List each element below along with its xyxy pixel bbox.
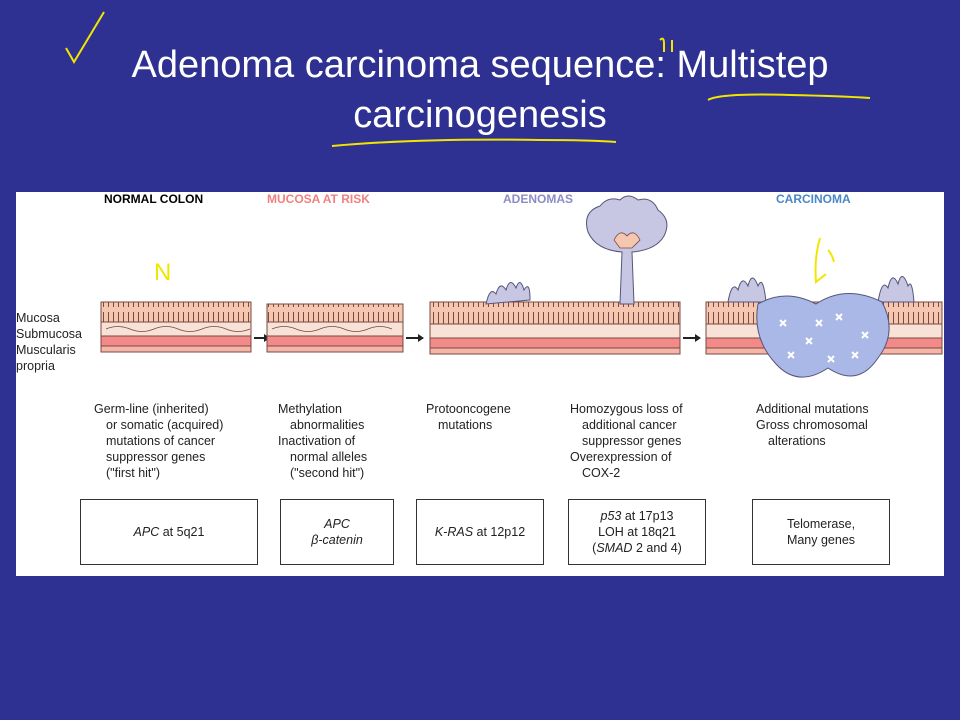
- tissue-illustrations: N: [100, 195, 943, 378]
- desc-adenoma-2-line: Overexpression of: [570, 450, 672, 464]
- mucosa-at-risk-tissue: [266, 303, 404, 353]
- gene-box-2-line2: β-catenin: [311, 533, 363, 547]
- title-line-2: carcinogenesis: [353, 94, 607, 136]
- gene-box-p53-line2: LOH at 18q21: [598, 525, 676, 539]
- annotation-arrow-mark: [814, 237, 835, 284]
- desc-risk: Methylation abnormalities Inactivation o…: [278, 401, 367, 481]
- gene-box-telomerase-line2: Many genes: [786, 533, 856, 547]
- desc-normal-line: Germ-line (inherited): [94, 402, 209, 416]
- annotation-n: N: [154, 259, 171, 286]
- desc-carcinoma-line: alterations: [768, 434, 826, 448]
- desc-risk-line: ("second hit"): [290, 466, 365, 480]
- desc-carcinoma-line: Additional mutations: [756, 402, 869, 416]
- desc-adenoma-2-line: suppressor genes: [582, 434, 682, 448]
- stage-adenomas: ADENOMAS: [503, 192, 574, 206]
- adenoma-tissue: [429, 195, 681, 355]
- desc-adenoma-1: Protooncogene mutations: [426, 401, 511, 433]
- desc-normal-line: suppressor genes: [106, 450, 206, 464]
- stage-normal-colon: NORMAL COLON: [104, 192, 204, 206]
- label-propria: propria: [16, 359, 55, 373]
- gene-box-k-ras-text: K-RAS at 12p12: [434, 525, 526, 539]
- gene-box-p53-line3: (SMAD 2 and 4): [592, 541, 682, 555]
- gene-box-apc: APC at 5q21: [80, 499, 258, 565]
- desc-carcinoma-line: Gross chromosomal: [756, 418, 868, 432]
- gene-box-p53: p53 at 17p13 LOH at 18q21 (SMAD 2 and 4): [568, 499, 706, 565]
- desc-adenoma-2-line: COX-2: [582, 466, 621, 480]
- gene-box-apc-text: APC at 5q21: [133, 525, 205, 539]
- gene-box-k-ras: K-RAS at 12p12: [416, 499, 544, 565]
- desc-normal-line: mutations of cancer: [106, 434, 216, 448]
- stage-mucosa-at-risk: MUCOSA AT RISK: [267, 192, 370, 206]
- underline-multistep: [707, 93, 871, 101]
- arrow-3-head: [695, 334, 701, 342]
- arrow-2-head: [418, 334, 424, 342]
- label-muscularis: Muscularis: [16, 343, 76, 357]
- desc-risk-line: abnormalities: [290, 418, 365, 432]
- gene-box-2-line1: APC: [324, 517, 350, 531]
- underline-carcinogenesis: [331, 138, 617, 147]
- desc-adenoma-1-line: Protooncogene: [426, 402, 511, 416]
- gene-box-telomerase-line1: Telomerase,: [786, 517, 856, 531]
- desc-adenoma-2-line: additional cancer: [582, 418, 677, 432]
- desc-adenoma-1-line: mutations: [438, 418, 493, 432]
- checkmark-annotation: [65, 11, 105, 64]
- normal-colon-tissue: [100, 301, 252, 353]
- desc-normal: Germ-line (inherited) or somatic (acquir…: [94, 401, 223, 481]
- gene-box-p53-line1: p53 at 17p13: [600, 509, 674, 523]
- label-mucosa: Mucosa: [16, 311, 60, 325]
- pedunculated-adenoma: [586, 195, 668, 305]
- desc-normal-line: or somatic (acquired): [106, 418, 224, 432]
- desc-adenoma-2: Homozygous loss of additional cancer sup…: [570, 401, 683, 481]
- small-adenoma: [485, 282, 531, 305]
- title-line-1: Adenoma carcinoma sequence: Multistep: [131, 44, 829, 86]
- desc-risk-line: Methylation: [278, 402, 342, 416]
- slide-title: Adenoma carcinoma sequence: Multistep ca…: [0, 40, 960, 140]
- label-submucosa: Submucosa: [16, 327, 83, 341]
- desc-adenoma-2-line: Homozygous loss of: [570, 402, 683, 416]
- carcinoma-tissue: [705, 276, 943, 378]
- desc-risk-line: normal alleles: [290, 450, 368, 464]
- diagram-panel: NORMAL COLON MUCOSA AT RISK ADENOMAS CAR…: [16, 192, 944, 576]
- desc-normal-line: ("first hit"): [106, 466, 161, 480]
- gene-box-telomerase: Telomerase, Many genes: [752, 499, 890, 565]
- desc-risk-line: Inactivation of: [278, 434, 356, 448]
- invasive-tumor: [756, 293, 890, 378]
- desc-carcinoma: Additional mutations Gross chromosomal a…: [756, 401, 869, 449]
- stage-carcinoma: CARCINOMA: [776, 192, 851, 206]
- gene-box-apc-beta-catenin: APC β-catenin: [280, 499, 394, 565]
- question-annotation: [659, 37, 673, 52]
